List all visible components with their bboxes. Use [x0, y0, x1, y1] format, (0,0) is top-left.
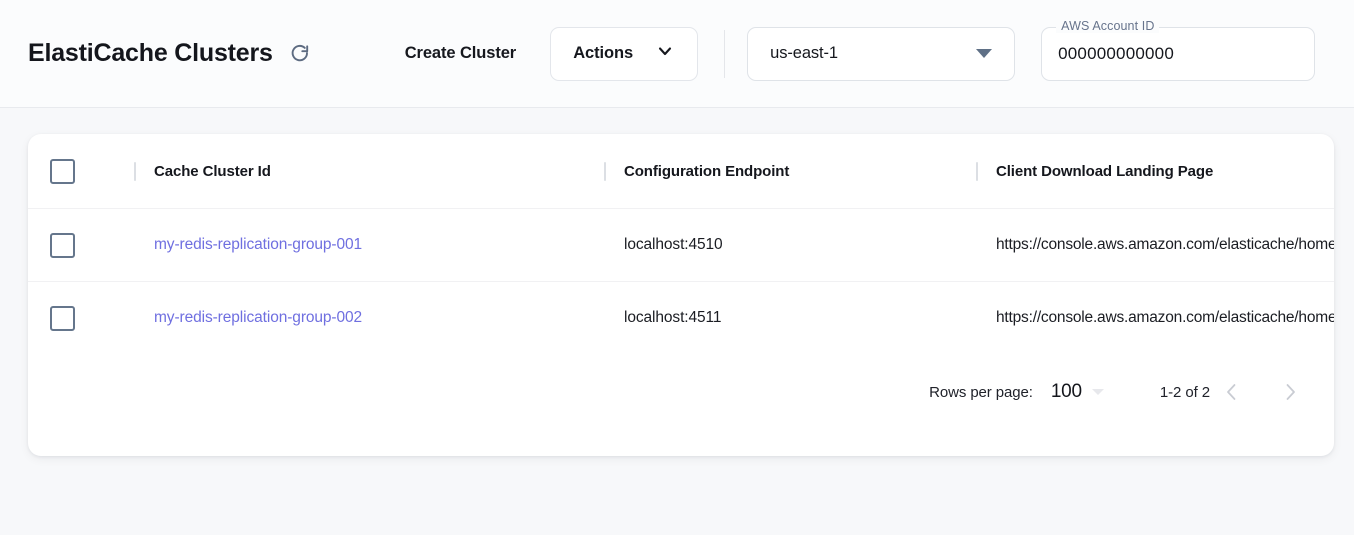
column-header-configuration-endpoint[interactable]: Configuration Endpoint — [604, 161, 976, 181]
clusters-card: Cache Cluster Id Configuration Endpoint … — [28, 134, 1334, 456]
rows-per-page-label: Rows per page: — [929, 383, 1033, 401]
next-page-button[interactable] — [1268, 370, 1312, 414]
header-divider — [724, 29, 726, 78]
configuration-endpoint-value: localhost:4510 — [624, 236, 723, 253]
landing-page-value: https://console.aws.amazon.com/elasticac… — [996, 236, 1334, 253]
create-cluster-button[interactable]: Create Cluster — [404, 44, 517, 62]
chevron-left-icon — [1221, 381, 1243, 403]
cluster-id-link[interactable]: my-redis-replication-group-002 — [154, 309, 363, 326]
pagination-range-label: 1-2 of 2 — [1159, 383, 1210, 401]
caret-down-icon — [976, 49, 993, 58]
title-group: ElastiCache Clusters — [28, 39, 313, 68]
cell-configuration-endpoint: localhost:4510 — [604, 236, 976, 255]
rows-per-page-select[interactable]: 100 — [1051, 381, 1104, 403]
row-select-cell — [28, 305, 134, 331]
row-checkbox[interactable] — [50, 305, 75, 331]
table-row: my-redis-replication-group-001 localhost… — [28, 208, 1334, 281]
column-header-label: Cache Cluster Id — [154, 162, 271, 180]
page-title: ElastiCache Clusters — [28, 39, 273, 67]
landing-page-value: https://console.aws.amazon.com/elasticac… — [996, 309, 1334, 326]
row-select-cell — [28, 232, 134, 258]
region-select-value: us-east-1 — [770, 44, 839, 62]
chevron-down-icon — [655, 41, 675, 66]
table-row: my-redis-replication-group-002 localhost… — [28, 281, 1334, 354]
app-header: ElastiCache Clusters Create Cluster Acti… — [0, 0, 1354, 108]
pagination-bar: Rows per page: 100 1-2 of 2 — [28, 354, 1334, 430]
clusters-table: Cache Cluster Id Configuration Endpoint … — [28, 134, 1334, 430]
cell-configuration-endpoint: localhost:4511 — [604, 309, 976, 328]
chevron-right-icon — [1279, 381, 1301, 403]
row-checkbox[interactable] — [50, 232, 75, 258]
column-divider — [976, 161, 978, 181]
select-all-cell — [28, 158, 134, 184]
column-header-label: Configuration Endpoint — [624, 162, 790, 180]
aws-account-id-field[interactable]: AWS Account ID 000000000000 — [1041, 18, 1316, 81]
table-header-row: Cache Cluster Id Configuration Endpoint … — [28, 134, 1334, 208]
column-header-label: Client Download Landing Page — [996, 162, 1214, 180]
select-all-checkbox[interactable] — [50, 158, 75, 184]
region-select[interactable]: us-east-1 — [747, 26, 1016, 81]
rows-per-page-value: 100 — [1050, 381, 1082, 402]
previous-page-button[interactable] — [1210, 370, 1254, 414]
column-header-cache-cluster-id[interactable]: Cache Cluster Id — [134, 161, 604, 181]
column-header-client-download-landing-page[interactable]: Client Download Landing Page — [976, 161, 1334, 181]
aws-account-id-label: AWS Account ID — [1056, 18, 1160, 33]
cell-cache-cluster-id: my-redis-replication-group-001 — [134, 236, 604, 255]
refresh-icon[interactable] — [287, 41, 313, 67]
cluster-id-link[interactable]: my-redis-replication-group-001 — [154, 236, 363, 253]
column-divider — [134, 161, 136, 181]
caret-down-icon — [1091, 389, 1104, 395]
configuration-endpoint-value: localhost:4511 — [624, 309, 722, 326]
aws-account-id-value: 000000000000 — [1058, 43, 1174, 63]
actions-button-label: Actions — [573, 44, 634, 62]
actions-button[interactable]: Actions — [550, 26, 699, 81]
cell-client-download-landing-page: https://console.aws.amazon.com/elasticac… — [976, 236, 1334, 255]
cell-cache-cluster-id: my-redis-replication-group-002 — [134, 309, 604, 328]
column-divider — [604, 161, 606, 181]
cell-client-download-landing-page: https://console.aws.amazon.com/elasticac… — [976, 309, 1334, 328]
